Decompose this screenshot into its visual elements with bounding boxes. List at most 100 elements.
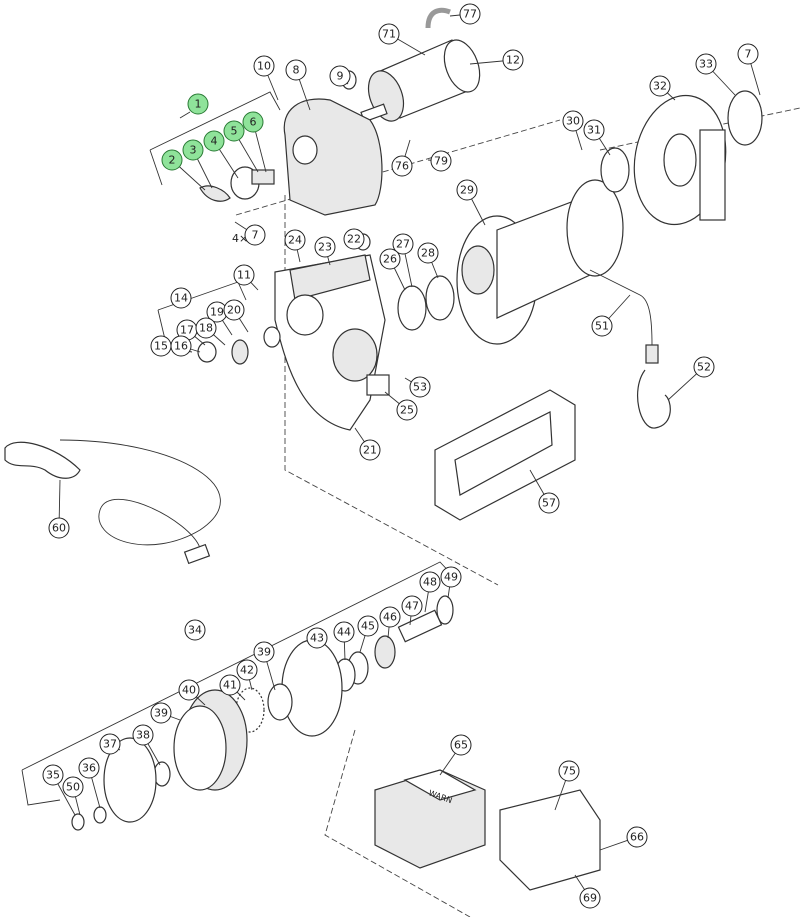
callout-37[interactable] bbox=[99, 733, 121, 755]
callout-label: 40 bbox=[182, 684, 196, 697]
callout-23[interactable] bbox=[314, 236, 336, 258]
control-pack: WARN bbox=[374, 769, 601, 891]
callout-46[interactable] bbox=[379, 606, 401, 628]
callout-label: 44 bbox=[337, 626, 351, 639]
callout-6[interactable] bbox=[242, 111, 264, 133]
callout-43[interactable] bbox=[306, 627, 328, 649]
callout-7[interactable] bbox=[737, 43, 759, 65]
callout-51[interactable] bbox=[591, 315, 613, 337]
callout-34[interactable] bbox=[184, 619, 206, 641]
callout-25[interactable] bbox=[396, 399, 418, 421]
callout-1[interactable] bbox=[187, 93, 209, 115]
roller-fairlead bbox=[434, 389, 576, 521]
callout-32[interactable] bbox=[649, 75, 671, 97]
callout-label: 21 bbox=[363, 444, 377, 457]
callout-36[interactable] bbox=[78, 757, 100, 779]
callout-4[interactable] bbox=[203, 130, 225, 152]
callout-39[interactable] bbox=[253, 641, 275, 663]
callout-label: 53 bbox=[413, 381, 427, 394]
callout-22[interactable] bbox=[343, 228, 365, 250]
callout-label: 35 bbox=[46, 769, 60, 782]
callout-label: 75 bbox=[562, 765, 576, 778]
callout-label: 49 bbox=[444, 571, 458, 584]
callout-53[interactable] bbox=[409, 376, 431, 398]
callout-5[interactable] bbox=[223, 120, 245, 142]
callout-3[interactable] bbox=[182, 139, 204, 161]
callout-21[interactable] bbox=[359, 439, 381, 461]
callout-label: 26 bbox=[383, 253, 397, 266]
callout-52[interactable] bbox=[693, 356, 715, 378]
callout-label: 37 bbox=[103, 738, 117, 751]
callout-39[interactable] bbox=[150, 702, 172, 724]
callout-label: 39 bbox=[154, 707, 168, 720]
callout-69[interactable] bbox=[579, 887, 601, 909]
callout-9[interactable] bbox=[329, 65, 351, 87]
callout-44[interactable] bbox=[333, 621, 355, 643]
callout-label: 29 bbox=[460, 184, 474, 197]
callout-label: 28 bbox=[421, 247, 435, 260]
callout-label: 60 bbox=[52, 522, 66, 535]
end-housing bbox=[283, 70, 383, 216]
callout-48[interactable] bbox=[419, 571, 441, 593]
callout-41[interactable] bbox=[219, 674, 241, 696]
callout-26[interactable] bbox=[379, 248, 401, 270]
callout-label: 2 bbox=[169, 154, 176, 167]
callout-10[interactable] bbox=[253, 55, 275, 77]
callout-29[interactable] bbox=[456, 179, 478, 201]
callout-label: 18 bbox=[199, 322, 213, 335]
callout-label: 27 bbox=[396, 238, 410, 251]
brake-parts bbox=[199, 166, 275, 202]
callout-50[interactable] bbox=[62, 776, 84, 798]
callout-label: 52 bbox=[697, 361, 711, 374]
callout-14[interactable] bbox=[170, 287, 192, 309]
callout-71[interactable] bbox=[378, 23, 400, 45]
callout-2[interactable] bbox=[161, 149, 183, 171]
callout-42[interactable] bbox=[236, 659, 258, 681]
callout-label: 9 bbox=[337, 70, 344, 83]
callout-label: 46 bbox=[383, 611, 397, 624]
callout-label: 7 bbox=[252, 229, 259, 242]
callout-65[interactable] bbox=[450, 734, 472, 756]
callout-label: 25 bbox=[400, 404, 414, 417]
callout-77[interactable] bbox=[459, 3, 481, 25]
callout-11[interactable] bbox=[233, 264, 255, 286]
callout-76[interactable] bbox=[391, 155, 413, 177]
callout-57[interactable] bbox=[538, 492, 560, 514]
callout-49[interactable] bbox=[440, 566, 462, 588]
callout-31[interactable] bbox=[583, 119, 605, 141]
callout-18[interactable] bbox=[195, 317, 217, 339]
callout-40[interactable] bbox=[178, 679, 200, 701]
callout-30[interactable] bbox=[562, 110, 584, 132]
callout-label: 43 bbox=[310, 632, 324, 645]
rings bbox=[397, 275, 455, 331]
callout-24[interactable] bbox=[284, 229, 306, 251]
callout-8[interactable] bbox=[285, 59, 307, 81]
callout-45[interactable] bbox=[357, 615, 379, 637]
callout-label: 1 bbox=[195, 98, 202, 111]
callout-27[interactable] bbox=[392, 233, 414, 255]
callout-47[interactable] bbox=[401, 595, 423, 617]
callout-label: 16 bbox=[174, 340, 188, 353]
callout-label: 4 bbox=[211, 135, 218, 148]
callout-35[interactable] bbox=[42, 764, 64, 786]
callout-label: 38 bbox=[136, 729, 150, 742]
callout-12[interactable] bbox=[502, 49, 524, 71]
remote-control bbox=[4, 439, 221, 565]
callout-label: 3 bbox=[190, 144, 197, 157]
callout-label: 41 bbox=[223, 679, 237, 692]
callout-79[interactable] bbox=[430, 150, 452, 172]
callout-33[interactable] bbox=[695, 53, 717, 75]
callout-16[interactable] bbox=[170, 335, 192, 357]
callout-38[interactable] bbox=[132, 724, 154, 746]
gear-housing bbox=[274, 233, 390, 431]
callout-75[interactable] bbox=[558, 760, 580, 782]
callout-60[interactable] bbox=[48, 517, 70, 539]
callout-label: 50 bbox=[66, 781, 80, 794]
callout-66[interactable] bbox=[626, 826, 648, 848]
callout-7[interactable] bbox=[244, 224, 266, 246]
callout-20[interactable] bbox=[223, 299, 245, 321]
callout-28[interactable] bbox=[417, 242, 439, 264]
callout-label: 42 bbox=[240, 664, 254, 677]
callout-label: 19 bbox=[210, 306, 224, 319]
